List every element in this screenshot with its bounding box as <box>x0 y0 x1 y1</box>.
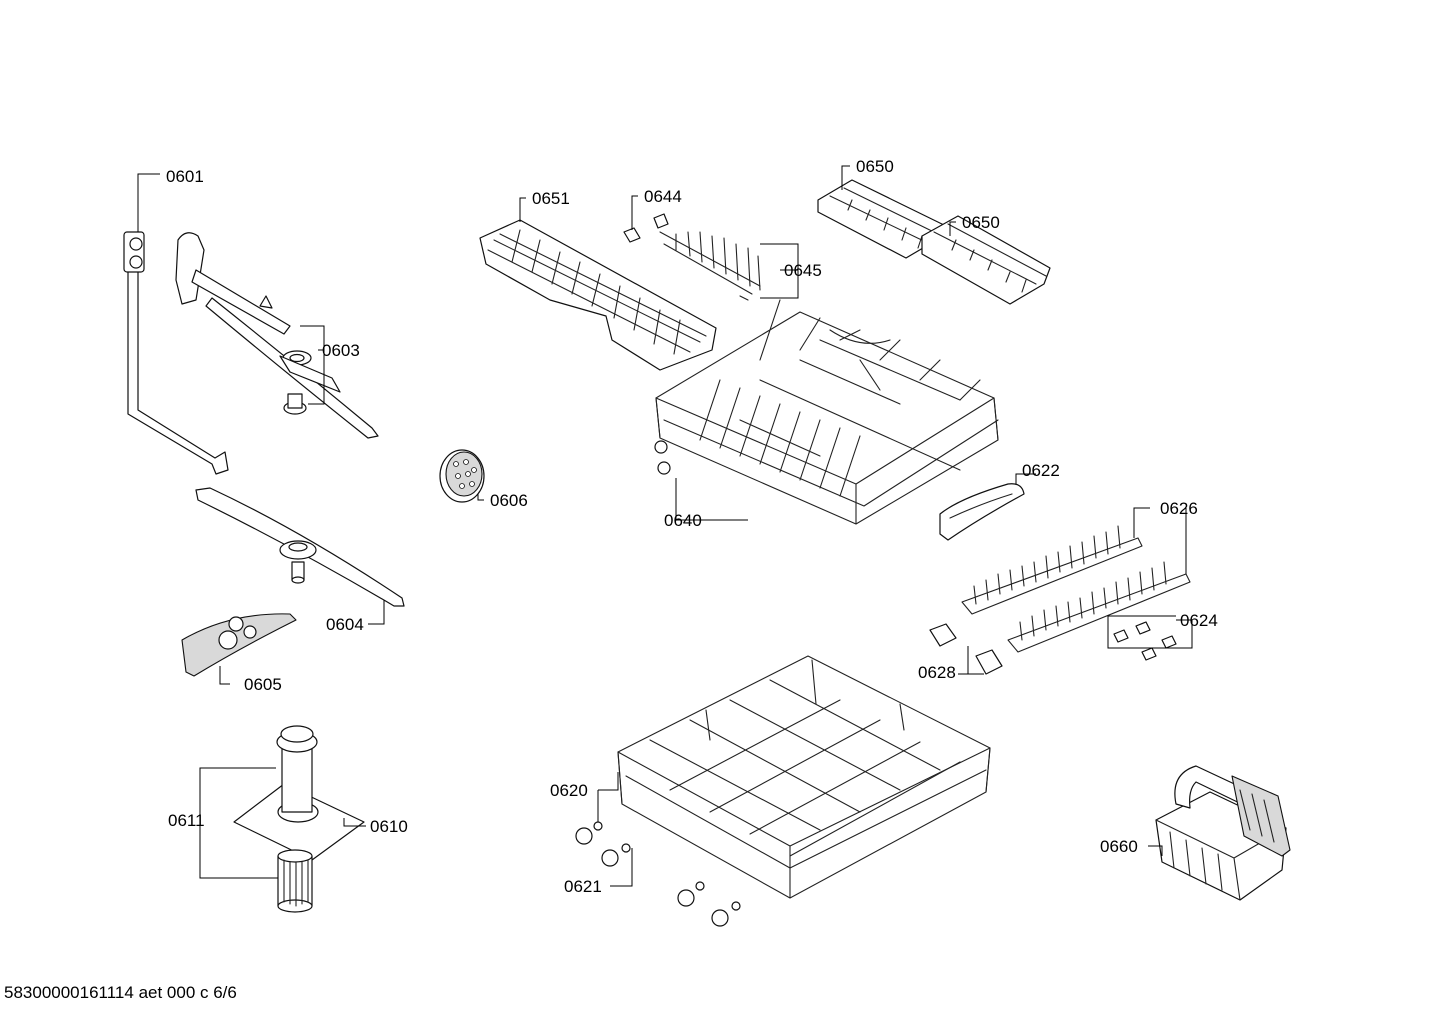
clips-0624 <box>1113 621 1177 661</box>
label-0605: 0605 <box>244 675 282 694</box>
label-0622: 0622 <box>1022 461 1060 480</box>
label-0651: 0651 <box>532 189 570 208</box>
label-0601: 0601 <box>166 167 204 186</box>
label-0621: 0621 <box>564 877 602 896</box>
lower-basket-0620 <box>617 655 991 899</box>
supply-pipe-0601 <box>123 231 229 475</box>
rack-insert-0650-b <box>921 215 1051 305</box>
label-0603: 0603 <box>322 341 360 360</box>
round-filter-0606 <box>439 449 485 503</box>
filter-assembly-0610-0611 <box>233 725 365 913</box>
label-0604: 0604 <box>326 615 364 634</box>
label-0624: 0624 <box>1180 611 1218 630</box>
micro-filter-0605 <box>181 613 297 677</box>
label-0611: 0611 <box>168 811 205 830</box>
bracket-0628 <box>929 623 1003 675</box>
label-0650-b: 0650 <box>962 213 1000 232</box>
fold-down-rack-0626 <box>961 525 1191 653</box>
folding-rack-0645 <box>659 231 761 301</box>
clip-0644 <box>623 213 669 243</box>
lower-spray-arm-0604 <box>195 487 405 607</box>
label-0626: 0626 <box>1160 499 1198 518</box>
label-0610: 0610 <box>370 817 408 836</box>
upper-spray-arm-0603 <box>175 232 379 439</box>
label-0645: 0645 <box>784 261 822 280</box>
handle-0622 <box>939 483 1025 541</box>
label-0628: 0628 <box>918 663 956 682</box>
label-0606: 0606 <box>490 491 528 510</box>
part-labels: 0601 0603 0604 0605 0606 0610 0611 0620 … <box>166 157 1218 896</box>
document-footer-id: 58300000161114 aet 000 c 6/6 <box>4 983 237 1002</box>
wheels-0621 <box>575 821 741 927</box>
leader-lines <box>137 165 1193 887</box>
cutlery-basket-0660 <box>1155 765 1291 901</box>
upper-basket-0640 <box>654 299 999 525</box>
label-0620: 0620 <box>550 781 588 800</box>
label-0660: 0660 <box>1100 837 1138 856</box>
label-0644: 0644 <box>644 187 682 206</box>
cutlery-tray-0651 <box>479 219 717 371</box>
label-0650-a: 0650 <box>856 157 894 176</box>
label-0640: 0640 <box>664 511 702 530</box>
